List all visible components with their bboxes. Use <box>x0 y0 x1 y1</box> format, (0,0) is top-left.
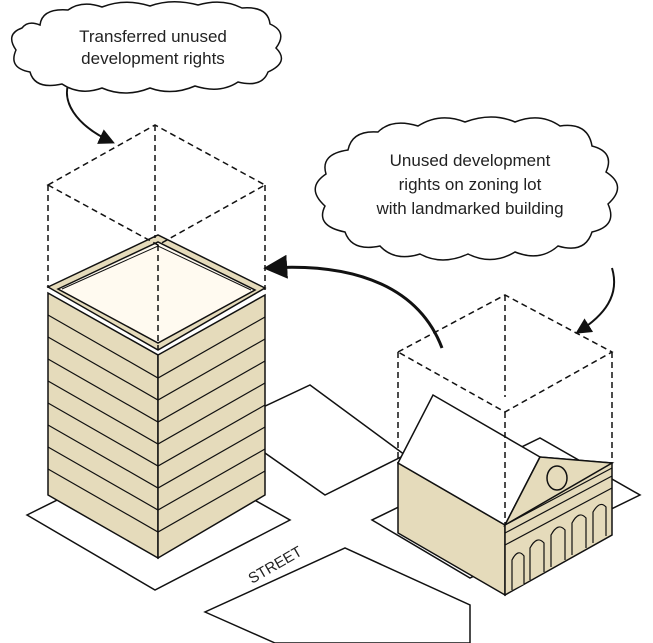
tower-roof <box>56 241 257 344</box>
unused-line-1: Unused development <box>390 151 551 170</box>
transfer-arrow <box>263 254 444 349</box>
tower-floor-lines <box>47 314 266 533</box>
transferred-line-1: Transferred unused <box>79 27 227 46</box>
unused-cloud: Unused development rights on zoning lot … <box>314 116 619 261</box>
tower-building <box>46 234 267 560</box>
unused-callout-arrow <box>575 267 616 334</box>
front-lot <box>203 547 471 643</box>
unused-line-2: rights on zoning lot <box>399 175 542 194</box>
landmark-oculus <box>546 465 568 491</box>
landmark-arches <box>511 503 607 590</box>
transferred-cloud-shape <box>10 1 283 94</box>
landmark-pediment <box>503 456 615 527</box>
tower-envelope <box>46 124 267 350</box>
transferred-line-2: development rights <box>81 49 225 68</box>
transferred-cloud: Transferred unused development rights <box>10 1 283 94</box>
unused-line-3: with landmarked building <box>375 199 563 218</box>
unused-cloud-shape <box>314 116 619 261</box>
tower-right-face <box>157 293 266 560</box>
landmark-cornice-lines <box>504 467 613 546</box>
landmark-envelope <box>396 294 614 525</box>
